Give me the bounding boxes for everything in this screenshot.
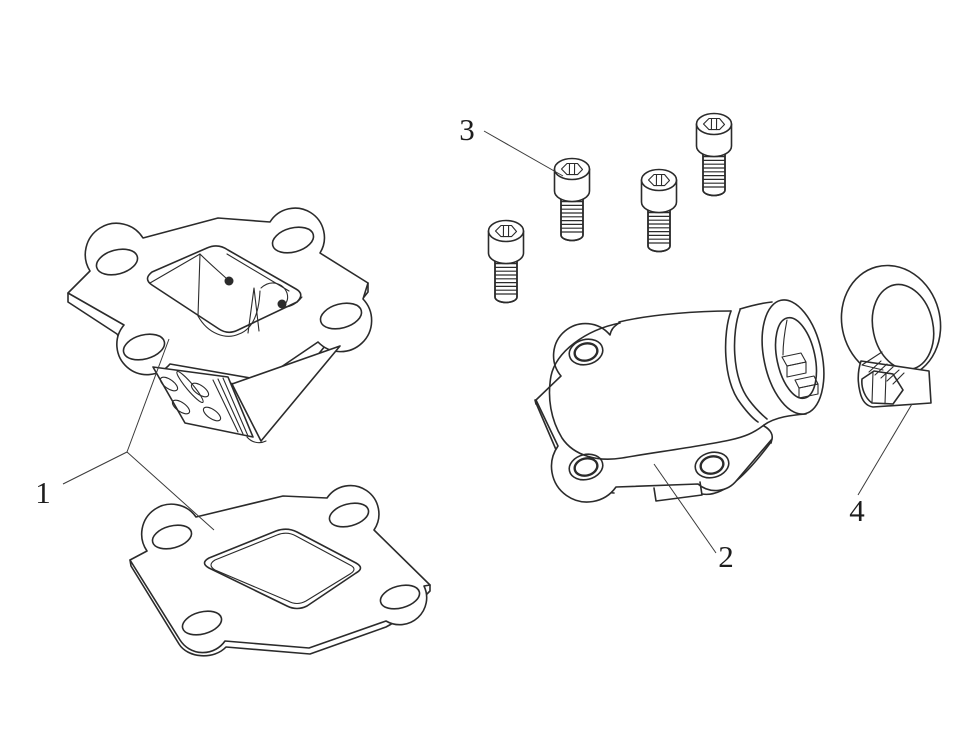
reed-cage-slot <box>202 406 222 422</box>
gasket-hole <box>151 524 193 550</box>
callout-4-leader <box>857 403 913 496</box>
reed-petal-layer <box>212 379 239 433</box>
band-slot-hatch <box>868 360 882 373</box>
mouth-inner-edge <box>782 319 788 356</box>
bolt-hole <box>319 302 363 330</box>
manifold-hole-inner <box>573 457 599 477</box>
hex-head-facet <box>884 373 887 405</box>
manifold-boss-outline <box>548 322 765 460</box>
reed-cage-v-side <box>231 345 341 442</box>
bolt-hole <box>122 333 166 361</box>
reed-petal-layer <box>217 378 244 435</box>
part-gasket <box>129 484 431 657</box>
gasket-hole <box>181 610 223 636</box>
manifold-hole-outer <box>568 338 604 366</box>
reed-screw-dot <box>277 299 287 309</box>
reed-cage-slot <box>171 399 191 415</box>
callout-1-leader <box>62 338 215 531</box>
callout-3-leader <box>483 130 564 177</box>
gasket-hole <box>379 584 421 610</box>
clamp-band-end <box>861 351 884 371</box>
bolt-hole <box>95 248 139 276</box>
band-slot-hatch <box>892 372 905 385</box>
reed-stopper-blade <box>247 287 260 334</box>
reed-petal-curve <box>283 296 303 308</box>
manifold-flange-tab <box>653 481 703 502</box>
screw-1 <box>489 221 524 303</box>
opening-inner-wall <box>226 253 290 292</box>
manifold-tube-bottom <box>763 413 807 426</box>
screw-2 <box>555 159 590 241</box>
reed-cage-channel <box>176 370 204 404</box>
manifold-bead-ring <box>724 310 759 423</box>
gasket-opening-outer <box>203 528 362 610</box>
bolt-hole <box>271 226 315 254</box>
manifold-hole-inner <box>699 455 725 475</box>
band-slot-hatch <box>880 366 894 379</box>
hex-head-facet <box>871 371 874 404</box>
screw-4 <box>697 114 732 196</box>
opening-inner-wall <box>149 253 201 284</box>
callout-2-label: 2 <box>718 539 734 574</box>
mouth-step <box>786 361 807 378</box>
band-slot-hatch <box>886 369 900 382</box>
callout-4-label: 4 <box>849 493 865 528</box>
manifold-tube-top <box>739 301 773 310</box>
gasket-opening-inner <box>210 532 355 605</box>
gasket-hole <box>328 502 370 528</box>
mouth-step <box>798 383 819 399</box>
reed-screw-dot <box>224 276 234 286</box>
clamp-band-slots <box>868 360 905 385</box>
callout-2-leader <box>653 463 717 554</box>
callouts: 1 2 3 4 <box>35 112 913 574</box>
part-reed-valve-block <box>67 207 373 444</box>
reed-petal-layer <box>222 377 249 437</box>
manifold-hole-inner <box>573 342 599 362</box>
manifold-hole-outer <box>694 451 730 479</box>
reed-petal-curve <box>197 290 261 337</box>
part-intake-manifold <box>534 299 825 503</box>
manifold-tube-top <box>618 310 732 323</box>
screw-3 <box>642 170 677 252</box>
manifold-mouth-outer <box>761 299 825 415</box>
part-hose-clamp <box>840 264 942 408</box>
callout-3-label: 3 <box>459 112 475 147</box>
manifold-bead-ring <box>733 309 768 420</box>
part-screws <box>489 114 732 303</box>
opening-inner-wall <box>197 253 201 317</box>
reed-cage-slot <box>159 376 179 392</box>
reed-cage-tip <box>246 436 267 444</box>
callout-1-label: 1 <box>35 475 51 510</box>
